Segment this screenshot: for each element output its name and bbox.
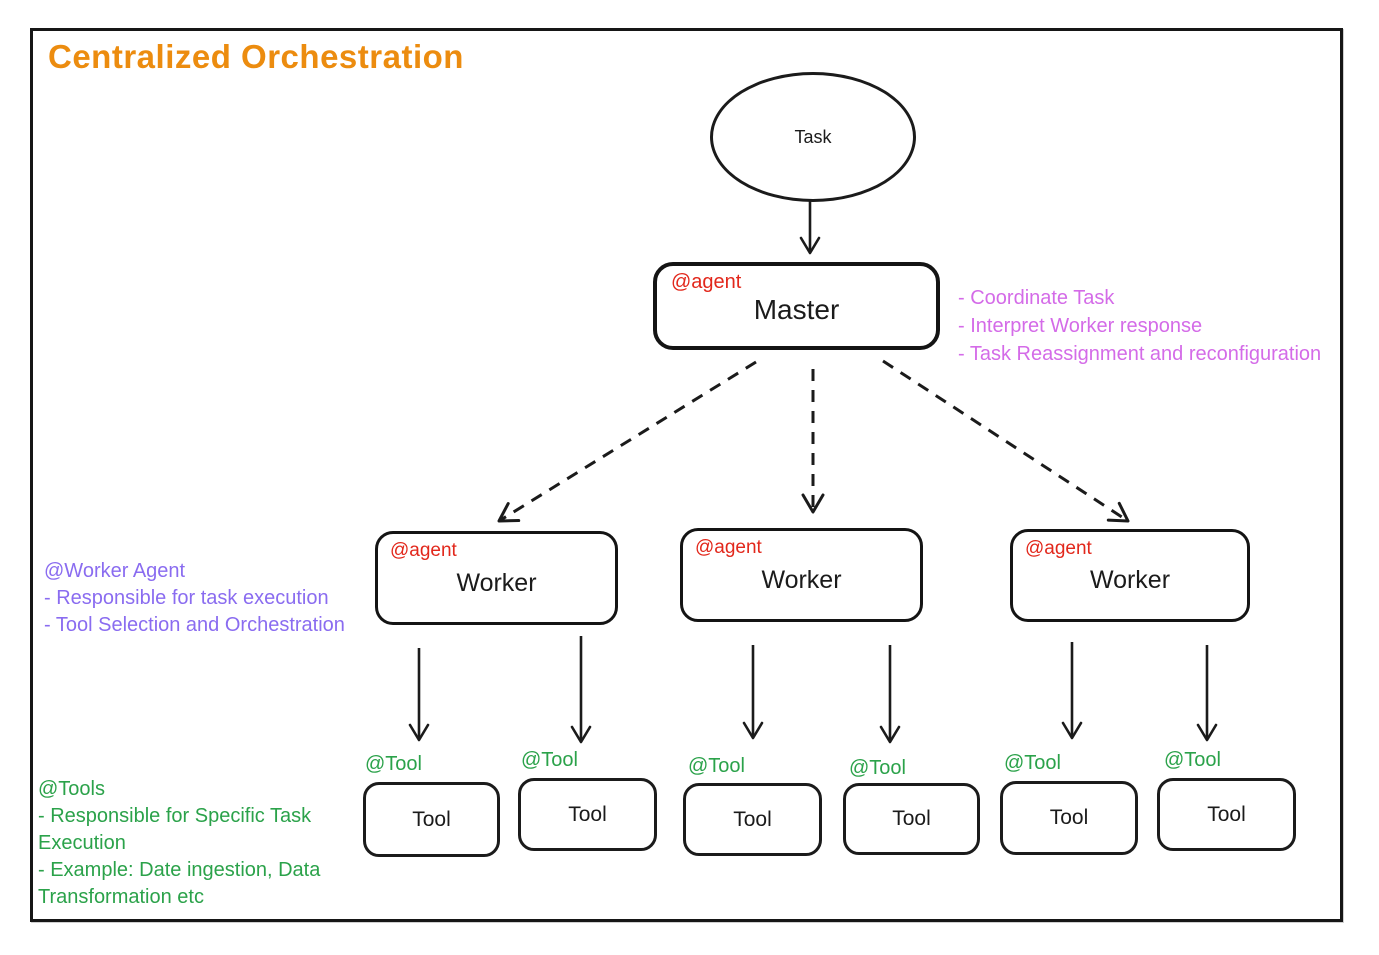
tool1-tag: @Tool — [365, 753, 422, 775]
tool2-tag: @Tool — [521, 749, 578, 771]
tool-note-line: @Tools — [38, 778, 105, 800]
tool-box-3: Tool — [683, 783, 822, 856]
worker1-agent-tag: @agent — [390, 540, 457, 561]
tool-box-5: Tool — [1000, 781, 1138, 855]
tool-note-line: - Example: Date ingestion, Data Transfor… — [38, 859, 321, 908]
tool-box-6: Tool — [1157, 778, 1296, 851]
worker-box-2: @agent Worker — [680, 528, 923, 622]
tool-box-1: Tool — [363, 782, 500, 857]
master-agent-tag: @agent — [671, 271, 742, 293]
master-note-line: - Task Reassignment and reconfiguration — [958, 343, 1322, 365]
worker1-label: Worker — [456, 568, 537, 597]
page-title: Centralized Orchestration — [48, 38, 464, 75]
tool3-tag: @Tool — [688, 755, 745, 777]
tool-notes: @Tools - Responsible for Specific Task E… — [38, 776, 350, 911]
tool4-label: Tool — [892, 807, 931, 830]
worker-box-1: @agent Worker — [375, 531, 618, 625]
worker-note-line: @Worker Agent — [44, 560, 186, 582]
tool3-label: Tool — [733, 807, 772, 831]
task-ellipse: Task — [710, 72, 916, 202]
tool2-label: Tool — [568, 802, 607, 826]
master-note-line: - Coordinate Task — [958, 287, 1115, 309]
master-box: @agent Master — [653, 262, 940, 350]
tool6-label: Tool — [1207, 802, 1246, 826]
worker-notes: @Worker Agent - Responsible for task exe… — [44, 558, 404, 639]
tool1-label: Tool — [412, 807, 451, 831]
tool4-tag: @Tool — [849, 757, 906, 779]
worker-note-line: - Responsible for task execution — [44, 587, 329, 609]
tool-box-4: Tool — [843, 783, 980, 855]
master-note-line: - Interpret Worker response — [958, 315, 1203, 337]
worker2-agent-tag: @agent — [695, 537, 762, 558]
tool5-label: Tool — [1049, 806, 1089, 829]
worker3-label: Worker — [1089, 566, 1171, 594]
worker-box-3: @agent Worker — [1010, 529, 1250, 622]
tool5-tag: @Tool — [1004, 752, 1061, 774]
master-notes: - Coordinate Task - Interpret Worker res… — [958, 284, 1358, 368]
tool-box-2: Tool — [518, 778, 657, 851]
tool-note-line: - Responsible for Specific Task Executio… — [38, 805, 312, 854]
worker-note-line: - Tool Selection and Orchestration — [44, 614, 345, 636]
worker3-agent-tag: @agent — [1025, 538, 1092, 559]
tool6-tag: @Tool — [1164, 749, 1221, 771]
worker2-label: Worker — [761, 565, 842, 594]
task-label: Task — [794, 126, 832, 147]
master-label: Master — [753, 294, 840, 325]
